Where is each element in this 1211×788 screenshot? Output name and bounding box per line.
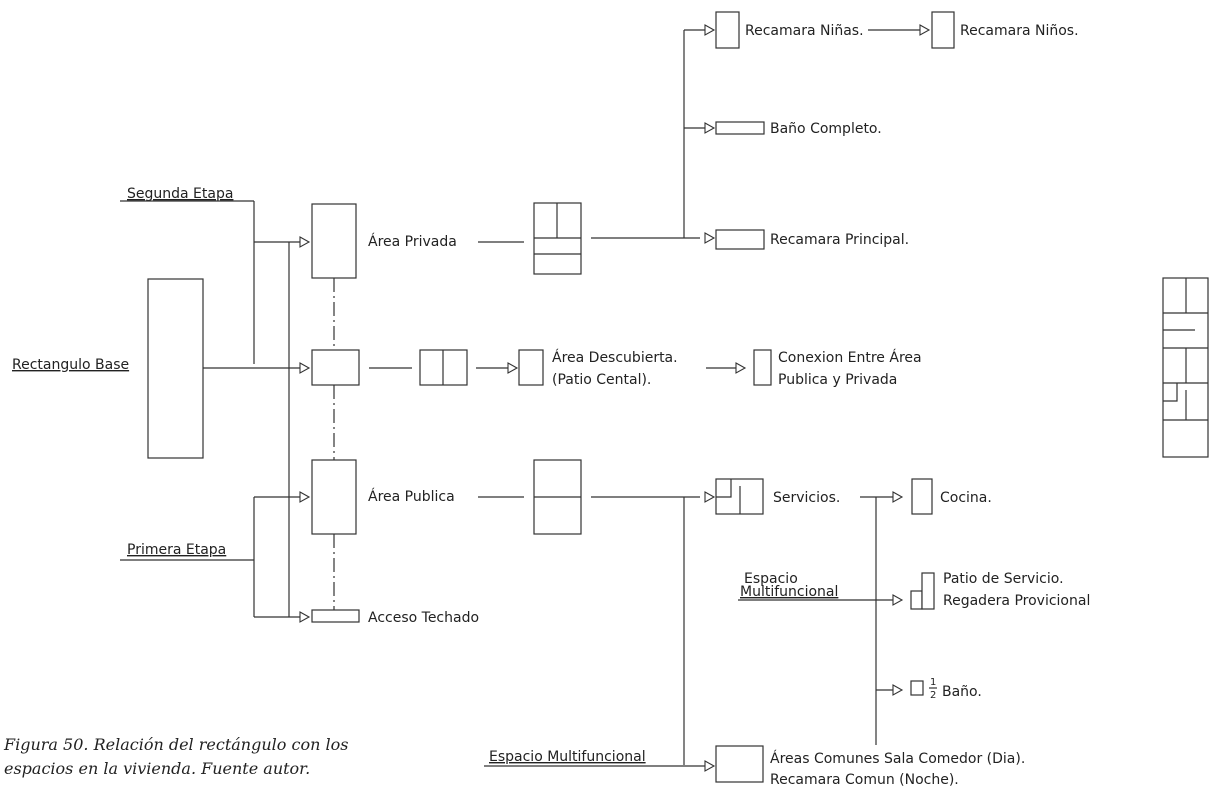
area-privada-box — [311, 203, 357, 279]
medio-bano-label: Baño. — [942, 684, 982, 700]
arrow-patio-servicio — [892, 594, 904, 606]
regadera-box — [910, 590, 923, 610]
recamara-principal-label: Recamara Principal. — [770, 232, 909, 248]
arrow-cocina — [892, 491, 904, 503]
area-publica-label: Área Publica — [368, 488, 455, 505]
conexion-box — [753, 349, 772, 386]
primera-etapa-label: Primera Etapa — [127, 542, 226, 558]
rectangulo-base-label: Rectangulo Base — [12, 357, 129, 373]
conexion-line2: Publica y Privada — [778, 372, 897, 388]
area-patio-box — [311, 349, 360, 386]
segunda-etapa-label: Segunda Etapa — [127, 186, 233, 202]
base-rectangle — [147, 278, 204, 459]
arrow-conexion — [735, 362, 747, 374]
espacio-multifuncional-label: Espacio Multifuncional — [489, 749, 646, 765]
cocina-label: Cocina. — [940, 490, 992, 506]
recamara-principal-box — [715, 229, 765, 250]
acceso-techado-box — [311, 609, 360, 623]
recamara-ninas-label: Recamara Niñas. — [745, 23, 864, 39]
figure-caption-line1: Figura 50. Relación del rectángulo con l… — [3, 735, 348, 754]
descubierta-line1: Área Descubierta. — [552, 349, 678, 366]
patio-servicio-box — [921, 572, 935, 610]
comunes-line2: Recamara Comun (Noche). — [770, 772, 959, 788]
arrow-publica — [299, 491, 311, 503]
arrow-principal — [704, 232, 716, 244]
recamara-ninos-box — [931, 11, 955, 49]
espacio-multi-line1: Espacio — [744, 571, 798, 587]
arrow-comunes — [704, 760, 716, 772]
patio-servicio-line1: Patio de Servicio. — [943, 571, 1064, 587]
fraction-denominator: 2 — [930, 690, 936, 701]
arrow-bano-completo — [704, 122, 716, 134]
descubierta-line2: (Patio Cental). — [552, 372, 651, 388]
cocina-box — [911, 478, 933, 515]
arrow-descubierta — [507, 362, 519, 374]
servicios-label: Servicios. — [773, 490, 840, 506]
recamara-ninas-box — [715, 11, 740, 49]
comunes-line1: Áreas Comunes Sala Comedor (Dia). — [770, 750, 1025, 767]
area-privada-label: Área Privada — [368, 233, 457, 250]
area-publica-box — [311, 459, 357, 535]
conexion-line1: Conexion Entre Área — [778, 349, 922, 366]
arrow-ninos — [919, 24, 931, 36]
recamara-ninos-label: Recamara Niños. — [960, 23, 1079, 39]
acceso-techado-label: Acceso Techado — [368, 610, 479, 626]
medio-bano-box — [910, 680, 924, 696]
bano-completo-label: Baño Completo. — [770, 121, 882, 137]
area-descubierta-box — [518, 349, 544, 386]
arrow-acceso — [299, 611, 311, 623]
arrow-servicios — [704, 491, 716, 503]
arrow-patio — [299, 362, 311, 374]
fraction-numerator: 1 — [930, 677, 936, 688]
areas-comunes-box — [715, 745, 764, 783]
espacio-multi-line2: Multifuncional — [740, 584, 838, 600]
arrow-privada — [299, 236, 311, 248]
patio-servicio-line2: Regadera Provicional — [943, 593, 1090, 609]
figure-caption-line2: espacios en la vivienda. Fuente autor. — [4, 759, 310, 778]
arrow-medio-bano — [892, 684, 904, 696]
arrow-ninas — [704, 24, 716, 36]
bano-completo-box — [715, 121, 765, 135]
full-floor-plan — [1162, 277, 1209, 458]
